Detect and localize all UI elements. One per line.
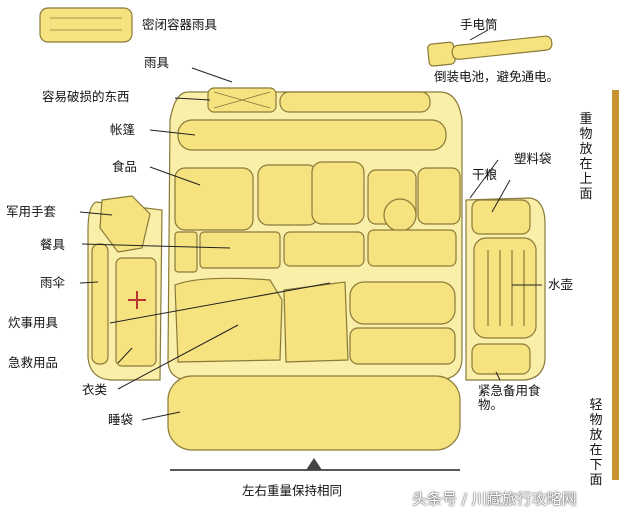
label-rain-gear: 雨具 [144,55,170,70]
water-bottle [473,237,537,339]
fragile-items-roll [279,91,431,113]
sleeping-bag [167,375,461,451]
food-bag-1 [174,167,254,231]
pot-lid [383,198,417,232]
label-first-aid: 急救用品 [8,355,59,370]
label-cookware: 炊事用具 [8,315,59,330]
label-light-at-bottom: 轻物放在下面 [589,398,603,488]
label-water-bottle: 水壶 [548,277,574,292]
food-box [417,167,461,225]
leader-lines [79,29,542,421]
food-bag-3 [311,161,365,225]
clothing-right [283,281,349,363]
label-balance: 左右重量保持相同 [242,483,343,498]
label-sealed-rain-gear: 密闭容器雨具 [142,17,218,32]
label-gloves: 军用手套 [6,204,57,219]
label-flashlight-note: 倒装电池，避免通电。 [434,69,560,84]
gloves [99,195,151,253]
label-food: 食品 [112,159,138,174]
dry-food-pack [471,199,531,235]
food-bag-2 [257,164,319,226]
label-tent: 帐篷 [110,122,136,137]
cup-1 [174,231,198,273]
label-dry-food: 干粮 [472,167,498,182]
label-heavy-on-top: 重物放在上面 [579,112,593,202]
sealed-container-icon [39,7,133,43]
label-plastic-bag: 塑料袋 [514,151,552,166]
label-tableware: 餐具 [40,237,66,252]
label-umbrella: 雨伞 [40,275,66,290]
label-emergency-food: 紧急备用食物。 [478,383,541,412]
label-fragile-items: 容易破损的东西 [42,89,130,104]
stove [367,229,457,267]
label-flashlight: 手电筒 [460,17,498,32]
tent-bag [177,119,447,151]
weight-indicator-bar [612,90,619,480]
emergency-food-pack [471,343,531,375]
label-sleeping-bag: 睡袋 [108,412,134,427]
first-aid-kit [115,257,157,367]
balance-pivot [306,458,322,470]
cookware-box [349,327,456,365]
utensil-case [283,231,365,267]
cookware-roll [349,281,456,325]
watermark: 头条号 / 川藏旅行攻略网 [412,490,577,508]
umbrella [91,243,109,365]
clothing-left [174,277,283,363]
label-clothing: 衣类 [82,382,108,397]
tableware-bundle [199,231,281,269]
flashlight-icon [427,35,553,67]
